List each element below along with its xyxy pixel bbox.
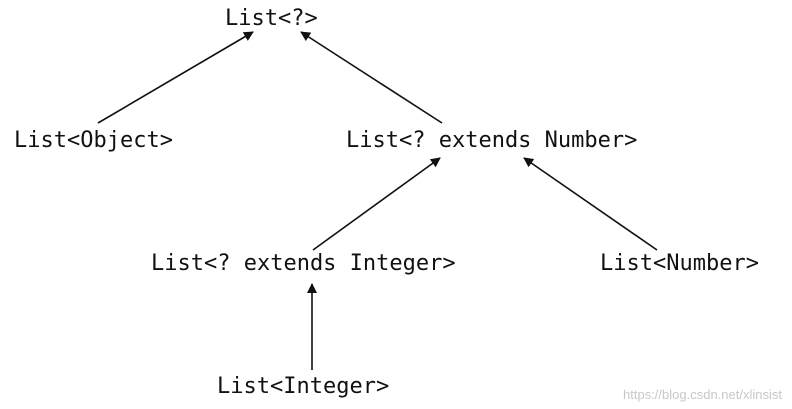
node-list-wildcard: List<?> bbox=[225, 6, 318, 31]
edge-extends-number-to-root bbox=[300, 31, 443, 124]
node-list-extends-integer: List<? extends Integer> bbox=[151, 251, 456, 276]
edge-number-to-extends-number bbox=[523, 157, 658, 251]
watermark-url: https://blog.csdn.net/xlinsist bbox=[623, 387, 782, 402]
node-list-number: List<Number> bbox=[600, 251, 759, 276]
node-list-integer: List<Integer> bbox=[217, 374, 390, 399]
edge-object-to-root bbox=[97, 31, 254, 124]
node-list-extends-number: List<? extends Number> bbox=[346, 128, 638, 153]
edge-extends-integer-to-extends-number bbox=[312, 157, 441, 251]
node-list-object: List<Object> bbox=[14, 128, 173, 153]
